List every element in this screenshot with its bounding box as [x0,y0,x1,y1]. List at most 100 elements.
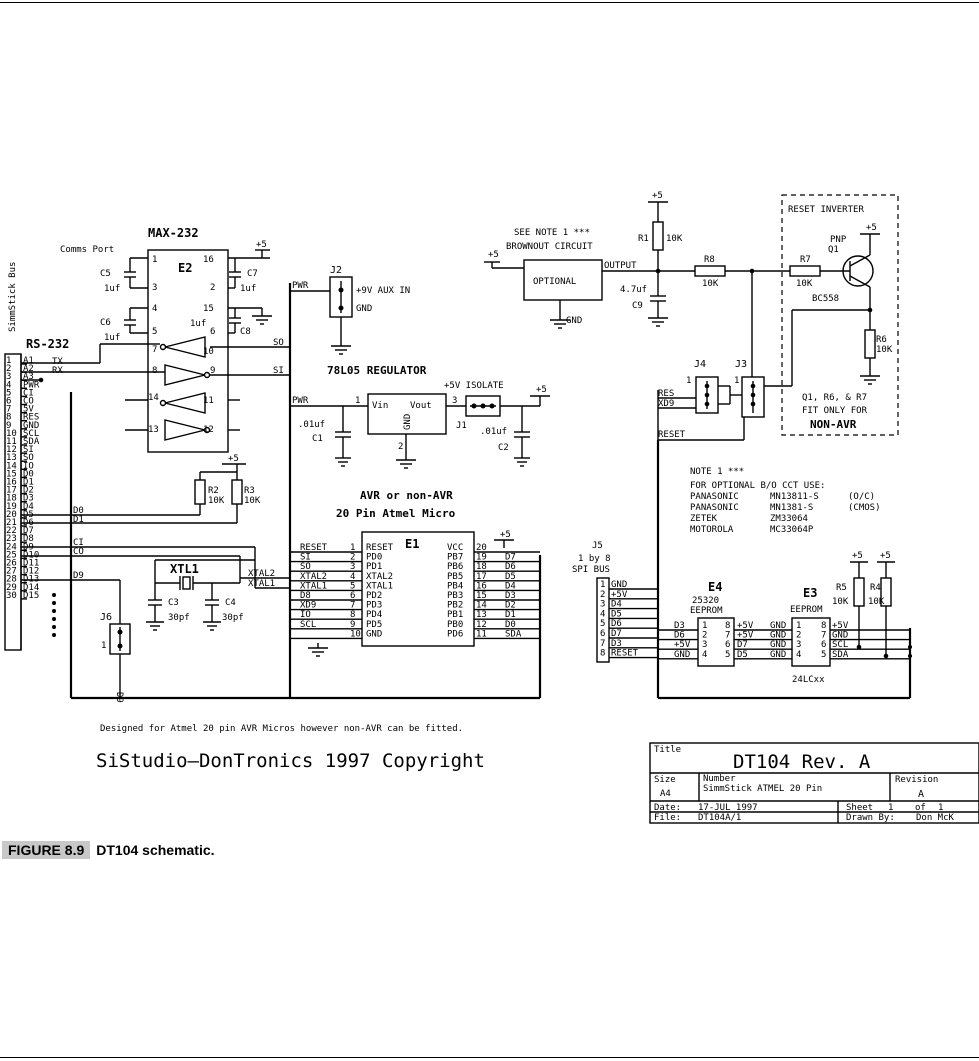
j5-pin-net: D6 [611,619,622,629]
note1-part: ZM33064 [770,514,808,524]
sheet-value: 1 [888,803,893,813]
bus-pin-number: 1 [6,356,11,366]
rx-label: RX [52,366,63,376]
title-value: DT104 Rev. A [733,751,871,773]
designed-note: Designed for Atmel 20 pin AVR Micros how… [100,724,463,734]
micro-left-pin: 7 [350,601,355,611]
e2-pin: 15 [203,304,214,314]
q1-part: BC558 [812,294,839,304]
bus-label: SimmStick Bus [8,262,18,332]
bus-pin-number: 25 [6,550,17,560]
net-pwr: PWR [292,281,309,291]
bus-pin-number: 3 [6,372,11,382]
plus5-label: +5 [536,385,547,395]
bus-pin-signal: CI [23,388,34,398]
e4-ref: E4 [708,580,722,594]
j5-pin-number: 4 [600,609,605,619]
micro-left-name: PD5 [366,620,382,630]
c3-ref: C3 [168,598,179,608]
e4-type: EEPROM [690,606,723,616]
bus-pin-signal: D12 [23,567,39,577]
e3-left-pin: 4 [796,650,801,660]
micro-right-pin: 17 [476,572,487,582]
c5-val: 1uf [104,284,120,294]
e4-left-pin: 2 [702,631,707,641]
reg-vin: Vin [372,401,388,411]
plus5-label: +5 [228,454,239,464]
c6-val: 1uf [104,333,120,343]
net-xtal2: XTAL2 [248,569,275,579]
plus5-label: +5 [852,551,863,561]
bus-pin-number: 18 [6,494,17,504]
r7-ref: R7 [800,255,811,265]
j5-header [596,577,610,663]
bus-pin-number: 12 [6,445,17,455]
bus-pin-signal: RES [23,413,39,423]
micro-left-name: XTAL2 [366,572,393,582]
bus-dots [52,593,56,637]
pnp-label: PNP [830,235,847,245]
e3-right-net: +5V [832,621,849,631]
r6-body [864,329,876,359]
r2-ref: R2 [208,486,219,496]
c9-val: 4.7uf [620,285,647,295]
plus5-label: +5 [500,530,511,540]
reg-pin1: 1 [355,396,360,406]
revision-label: Revision [895,775,938,785]
bus-pin-signal: D4 [23,502,34,512]
micro-right-name: PB2 [447,601,463,611]
r6-val: 10K [876,345,893,355]
bus-pin-signal: CO [23,397,34,407]
brownout-optional-box [523,259,603,301]
e2-pin: 7 [152,345,157,355]
j2-aux-label: +9V AUX IN [356,286,410,296]
figure-caption-text: DT104 schematic. [96,842,215,858]
q1-label: Q1 [828,245,839,255]
j6-ref: J6 [100,612,112,623]
j3-ref: J3 [735,359,747,370]
revision-value: A [918,789,924,800]
number-label: Number [703,774,736,784]
e4-left-net: +5V [674,640,691,650]
micro-left-name: XTAL1 [366,581,393,591]
bus-pin-number: 11 [6,437,17,447]
reg-vout: Vout [410,401,432,411]
rs232-label: RS-232 [26,337,69,351]
r7-val: 10K [796,279,813,289]
fit-line3: NON-AVR [810,418,857,431]
e3-right-pin: 6 [821,640,826,650]
micro-right-name: PB0 [447,620,463,630]
bus-pin-number: 21 [6,518,17,528]
xtal-ref: XTL1 [170,562,199,576]
micro-right-net: D7 [505,553,516,563]
e2-pin: 1 [152,255,157,265]
note1-maker: MOTOROLA [690,525,734,535]
micro-right-pin: 18 [476,562,487,572]
tx-label: TX [52,357,63,367]
e4-left-net: D3 [674,621,685,631]
e3-part: 24LCxx [792,675,825,685]
date-value: 17-JUL 1997 [698,803,758,813]
r3-ref: R3 [244,486,255,496]
micro-right-net: D3 [505,591,516,601]
title-block-frame [649,742,979,824]
e2-pin: 10 [203,347,214,357]
bus-pin-signal: D3 [23,494,34,504]
micro-right-name: PB6 [447,562,463,572]
c3-val: 30pf [168,613,190,623]
bus-pin-number: 9 [6,421,11,431]
bus-pin-number: 10 [6,429,17,439]
bus-pin-signal: SO [23,453,34,463]
e3-left-pin: 1 [796,621,801,631]
bus-pin-signal: GND [23,421,39,431]
r5-ref: R5 [836,583,847,593]
isolate-label: +5V ISOLATE [444,381,504,391]
j2-block: PWR J2 +9V AUX IN GND [290,265,410,355]
